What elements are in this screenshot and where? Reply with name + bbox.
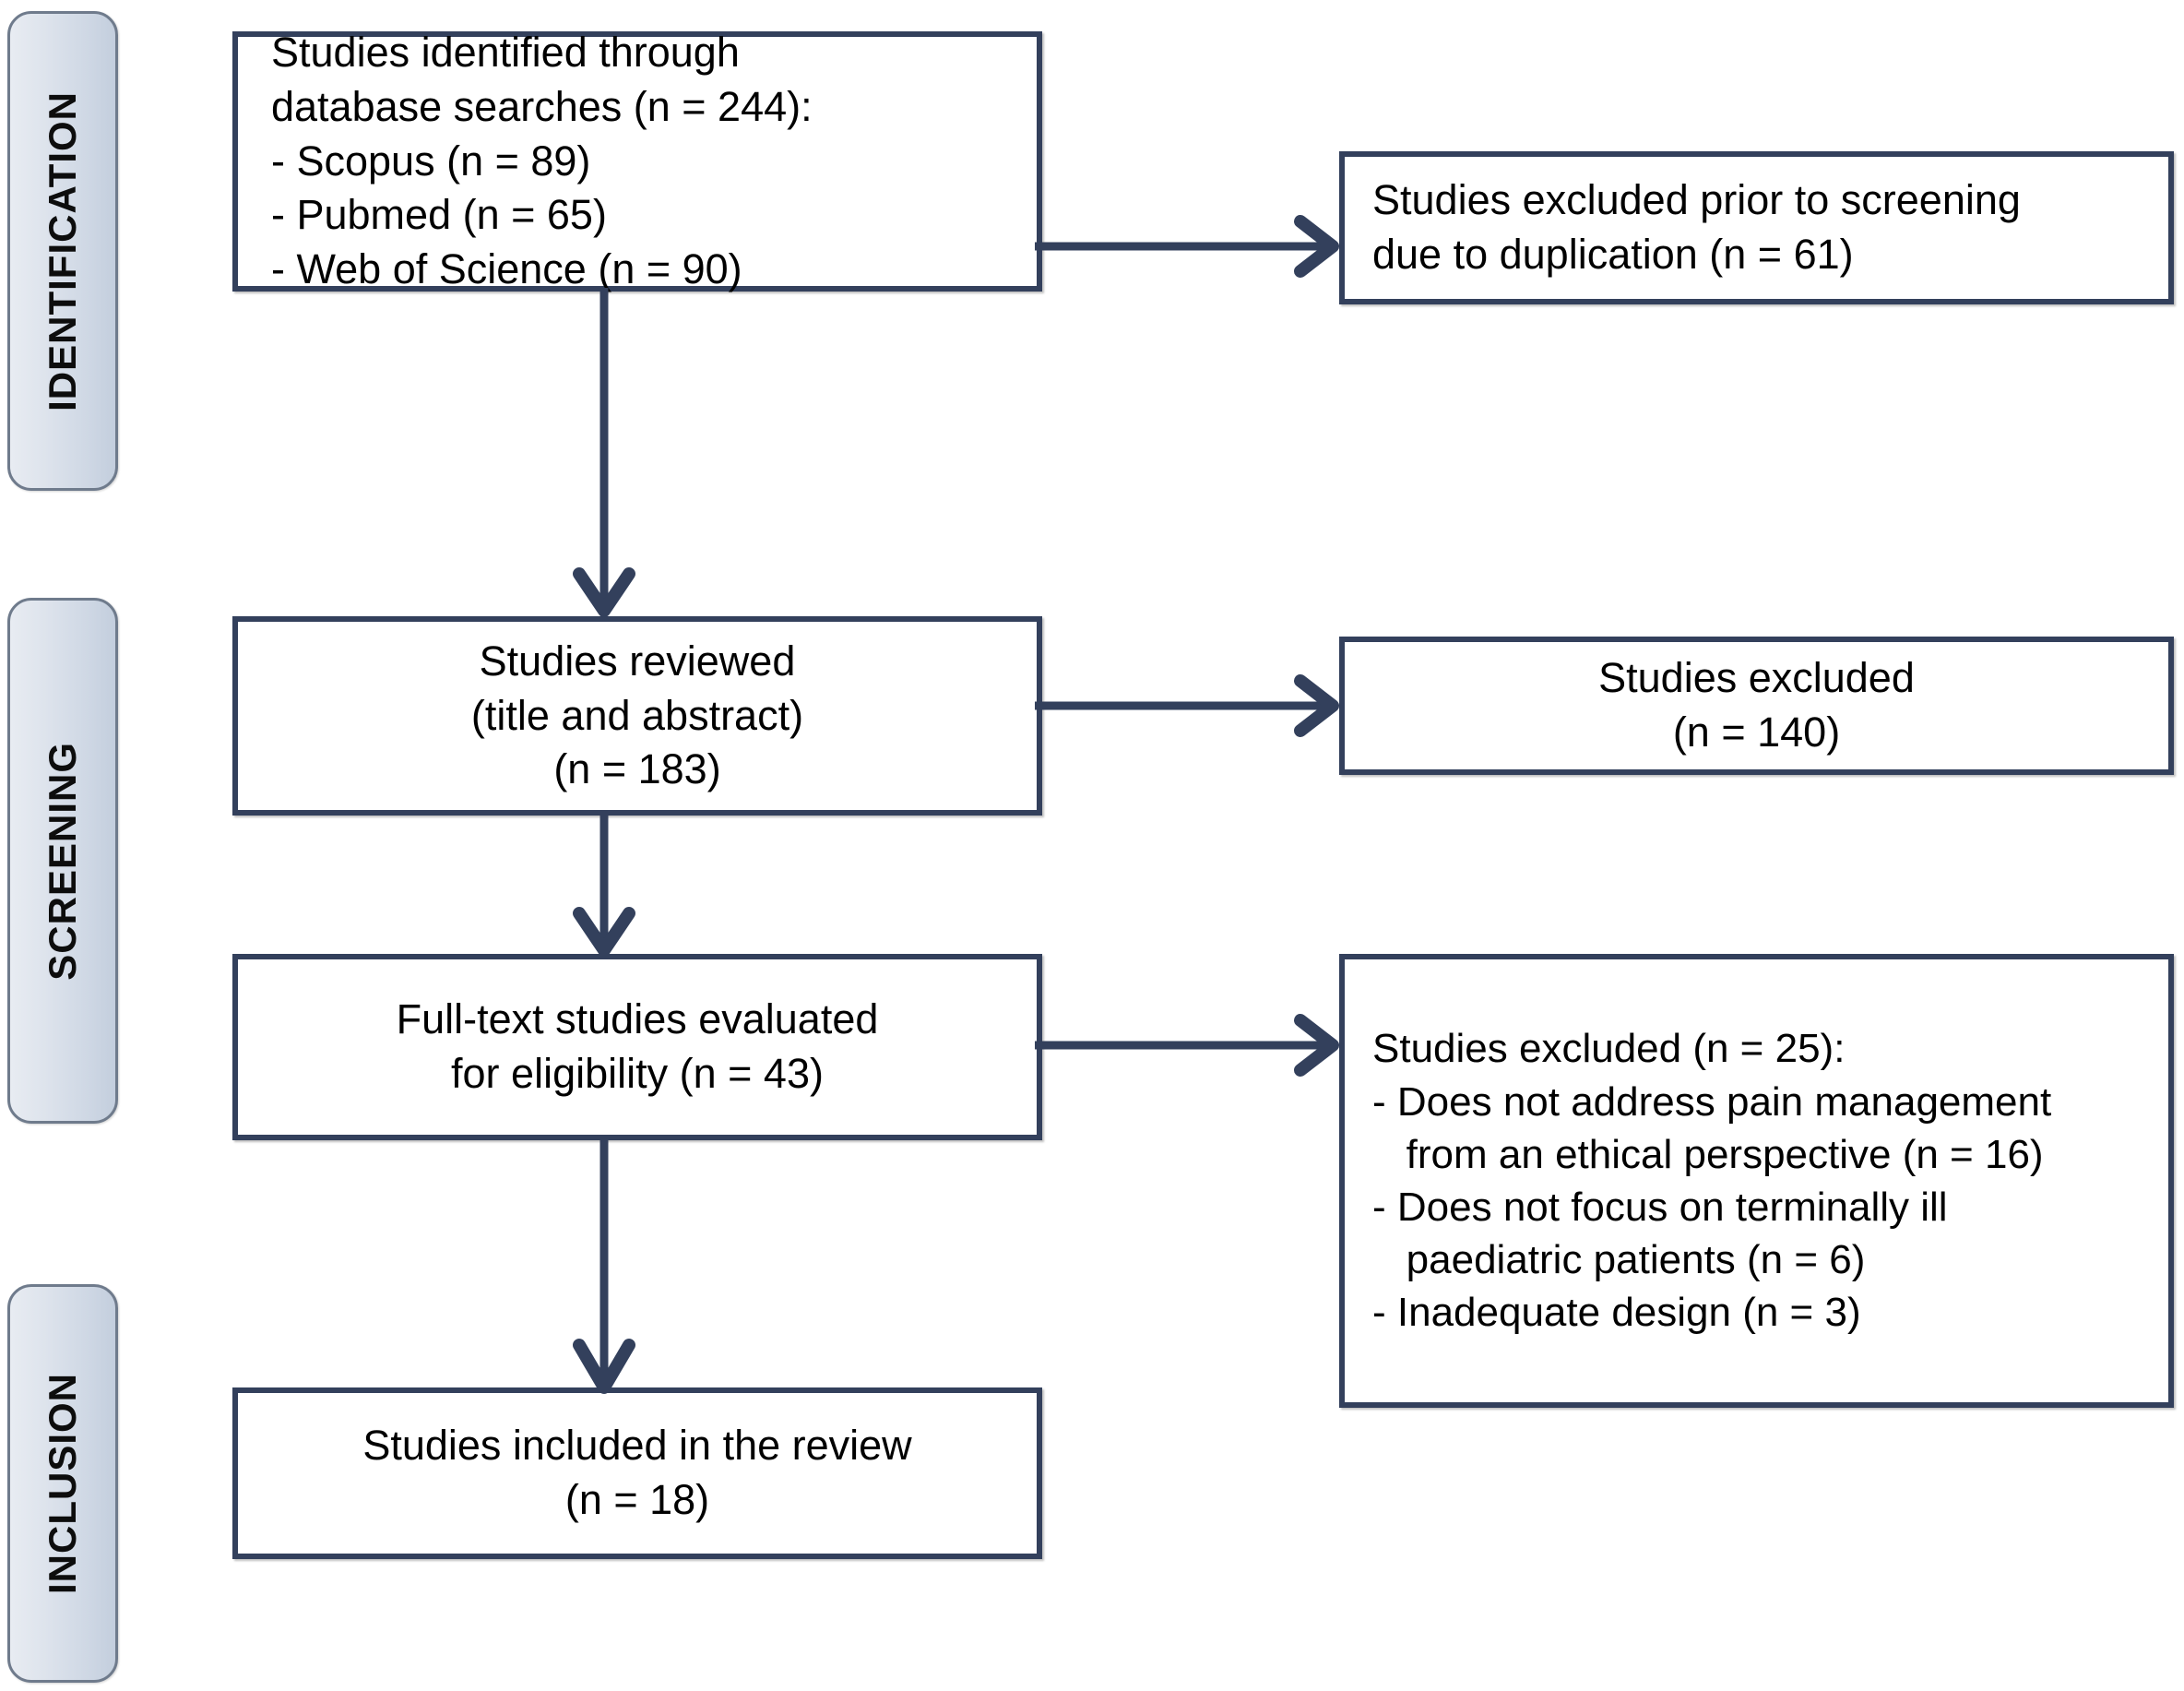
box-studies-excluded-duplication-line-1: Studies excluded prior to screening bbox=[1372, 176, 2021, 224]
box-studies-identified-line-1: Studies identified through bbox=[271, 28, 740, 76]
box-studies-included-review-line-1: Studies included in the review bbox=[362, 1422, 912, 1470]
arrow-fulltext-to-eligibility-excluded bbox=[1033, 1013, 1347, 1078]
box-studies-excluded-eligibility-line-6: - Inadequate design (n = 3) bbox=[1372, 1290, 1861, 1336]
box-studies-included-review: Studies included in the review (n = 18) bbox=[232, 1387, 1042, 1559]
stage-label-identification: IDENTIFICATION bbox=[7, 11, 118, 491]
box-studies-excluded-eligibility-line-4: - Does not focus on terminally ill bbox=[1372, 1185, 1948, 1230]
box-studies-excluded-screening-line-2: (n = 140) bbox=[1672, 709, 1841, 756]
box-studies-excluded-eligibility-line-2: - Does not address pain management bbox=[1372, 1078, 2052, 1125]
box-studies-excluded-eligibility: Studies excluded (n = 25): - Does not ad… bbox=[1339, 954, 2174, 1408]
stage-label-inclusion-text: INCLUSION bbox=[41, 1373, 84, 1594]
box-studies-excluded-duplication: Studies excluded prior to screening due … bbox=[1339, 151, 2174, 304]
stage-label-screening-text: SCREENING bbox=[41, 741, 84, 981]
box-studies-included-review-line-2: (n = 18) bbox=[564, 1476, 710, 1523]
box-studies-excluded-eligibility-line-5: paediatric patients (n = 6) bbox=[1372, 1237, 1866, 1283]
box-full-text-studies-evaluated-line-2: for eligibility (n = 43) bbox=[451, 1050, 824, 1097]
arrow-identified-to-reviewed bbox=[572, 286, 636, 623]
arrow-reviewed-to-screening-excluded bbox=[1033, 673, 1347, 738]
box-studies-excluded-duplication-line-2: due to duplication (n = 61) bbox=[1372, 231, 1854, 278]
box-studies-reviewed-line-1: Studies reviewed bbox=[479, 637, 796, 685]
stage-label-screening: SCREENING bbox=[7, 598, 118, 1124]
box-studies-reviewed: Studies reviewed (title and abstract) (n… bbox=[232, 616, 1042, 816]
box-studies-reviewed-line-2: (title and abstract) bbox=[470, 691, 804, 739]
box-studies-identified: Studies identified through database sear… bbox=[232, 29, 1042, 292]
box-studies-excluded-eligibility-line-1: Studies excluded (n = 25): bbox=[1372, 1026, 1846, 1072]
box-studies-excluded-eligibility-line-3: from an ethical perspective (n = 16) bbox=[1372, 1131, 2044, 1177]
arrow-reviewed-to-fulltext bbox=[572, 810, 636, 959]
box-studies-excluded-screening-line-1: Studies excluded bbox=[1598, 654, 1915, 702]
box-full-text-studies-evaluated: Full-text studies evaluated for eligibil… bbox=[232, 954, 1042, 1140]
arrow-fulltext-to-included bbox=[572, 1135, 636, 1398]
box-studies-excluded-screening: Studies excluded (n = 140) bbox=[1339, 637, 2174, 775]
arrow-identified-to-duplicates-excluded bbox=[1033, 214, 1347, 279]
stage-label-inclusion: INCLUSION bbox=[7, 1284, 118, 1683]
box-studies-identified-line-3: - Scopus (n = 89) bbox=[271, 137, 591, 185]
box-full-text-studies-evaluated-line-1: Full-text studies evaluated bbox=[396, 995, 879, 1043]
box-studies-reviewed-line-3: (n = 183) bbox=[553, 745, 721, 793]
box-studies-identified-line-4: - Pubmed (n = 65) bbox=[271, 191, 607, 239]
box-studies-identified-line-2: database searches (n = 244): bbox=[271, 82, 813, 130]
stage-label-identification-text: IDENTIFICATION bbox=[41, 90, 84, 411]
box-studies-identified-line-5: - Web of Science (n = 90) bbox=[271, 245, 742, 293]
